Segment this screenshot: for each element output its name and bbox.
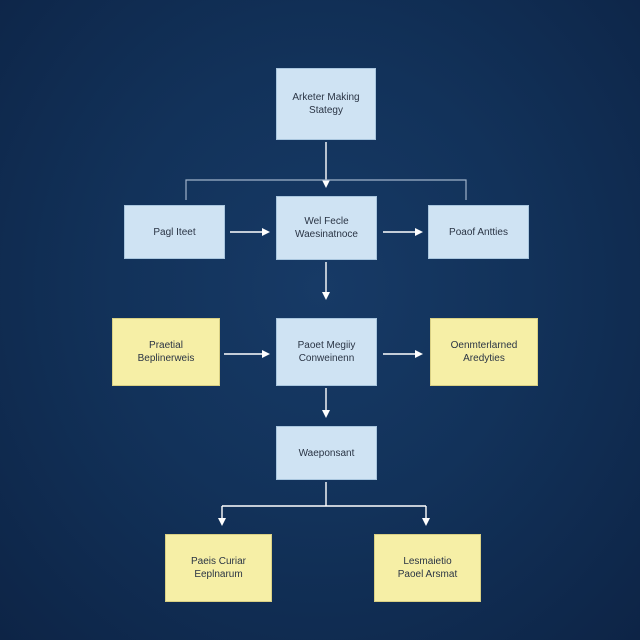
node-label: Paeis Curiar Eeplnarum	[190, 556, 247, 580]
node-label: Poaof Antties	[449, 226, 508, 238]
node-label: Paoet Megiiy Conweinenn	[297, 340, 356, 364]
node-label: Oenmterlarned Aredyties	[450, 340, 518, 364]
node-center-bottom: Waeponsant	[276, 426, 377, 480]
node-left-middle: Praetial Beplinerweis	[112, 318, 220, 386]
node-label: Wel Fecle Waesinatnoce	[295, 216, 358, 240]
node-label: Praetial Beplinerweis	[137, 340, 195, 364]
node-right-middle: Oenmterlarned Aredyties	[430, 318, 538, 386]
node-label: Lesmaietio Paoel Arsmat	[397, 556, 458, 580]
split-connector-center3	[222, 482, 426, 507]
node-bottom-right: Lesmaietio Paoel Arsmat	[374, 534, 481, 602]
node-marketing-strategy: Arketer Making Stategy	[276, 68, 376, 140]
node-center-middle: Paoet Megiiy Conweinenn	[276, 318, 377, 386]
node-bottom-left: Paeis Curiar Eeplnarum	[165, 534, 272, 602]
node-label: Pagl Iteet	[153, 226, 196, 238]
node-label: Arketer Making Stategy	[292, 92, 360, 116]
node-left-top: Pagl Iteet	[124, 205, 225, 259]
node-right-top: Poaof Antties	[428, 205, 529, 259]
bracket-top-row	[185, 179, 467, 200]
node-label: Waeponsant	[298, 447, 355, 459]
node-center-top: Wel Fecle Waesinatnoce	[276, 196, 377, 260]
